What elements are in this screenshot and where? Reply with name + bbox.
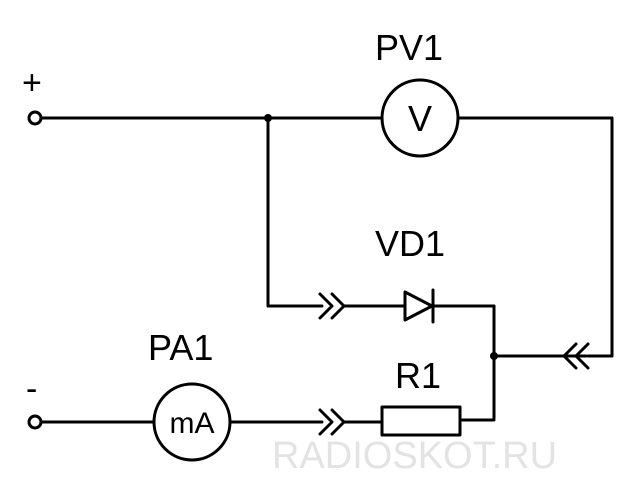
plus-terminal	[27, 110, 43, 126]
ammeter-pa1: mA	[152, 382, 232, 462]
connector-right	[562, 342, 614, 370]
right-bus-wire	[492, 304, 588, 420]
voltmeter-ref-label: PV1	[375, 27, 443, 68]
junction-dot-right	[490, 352, 498, 360]
watermark-text: RADIOSKOT.RU	[272, 435, 557, 477]
plus-terminal-label: +	[22, 64, 42, 102]
diode-branch-wire	[266, 116, 324, 308]
resistor-r1	[380, 405, 496, 437]
diode-vd1	[403, 288, 496, 324]
connector-diode-left	[318, 292, 407, 320]
ammeter-symbol: mA	[170, 407, 215, 440]
voltmeter-symbol: V	[408, 98, 432, 139]
connector-resistor-left	[318, 408, 384, 436]
resistor-ref-label: R1	[395, 355, 441, 396]
ammeter-ref-label: PA1	[148, 327, 213, 368]
top-wire	[39, 116, 614, 358]
voltmeter-pv1: V	[380, 78, 460, 158]
diode-ref-label: VD1	[375, 223, 445, 264]
minus-terminal	[27, 414, 43, 430]
minus-terminal-label: -	[26, 370, 37, 408]
